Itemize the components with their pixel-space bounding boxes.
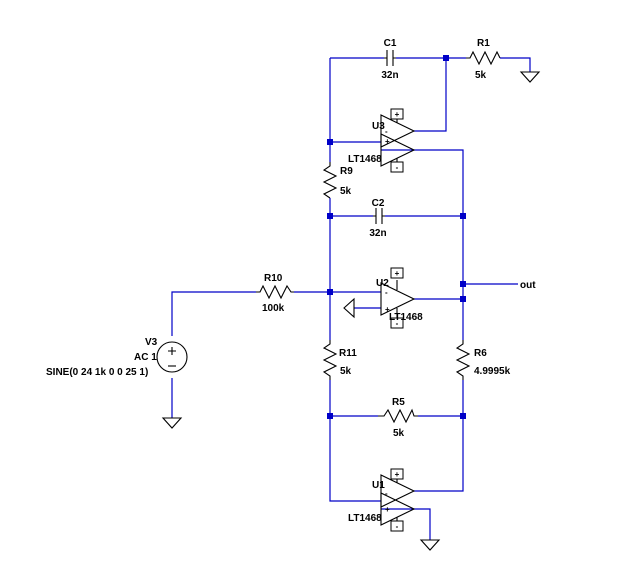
- v3-ac: AC 1: [134, 352, 157, 363]
- opamp-u3: + - + - U3 LT1468: [348, 108, 416, 173]
- r5-ref: R5: [392, 397, 405, 408]
- source-plus-sign: [168, 347, 176, 355]
- resistor-r1: R1 5k: [466, 38, 501, 81]
- v3-source: SINE(0 24 1k 0 0 25 1): [46, 367, 148, 378]
- wires: [171, 57, 531, 540]
- ground-icon: [419, 539, 441, 551]
- wire-u3-plus: [381, 149, 464, 216]
- voltage-source-v3: V3 AC 1 SINE(0 24 1k 0 0 25 1): [46, 337, 188, 378]
- wire-r10-left: [171, 291, 256, 336]
- supply-minus-sign: -: [396, 522, 399, 531]
- r5-value: 5k: [393, 428, 405, 439]
- v3-ref: V3: [145, 337, 158, 348]
- u1-model: LT1468: [348, 513, 382, 524]
- resistor-zigzag: [466, 50, 501, 66]
- node: [460, 213, 466, 219]
- ground-icon: [161, 417, 183, 429]
- node: [327, 413, 333, 419]
- c1-ref: C1: [384, 38, 397, 49]
- node: [327, 213, 333, 219]
- resistor-zigzag: [322, 340, 338, 380]
- ground-icon: [519, 71, 541, 83]
- r1-ref: R1: [477, 38, 490, 49]
- resistor-zigzag: [256, 284, 294, 300]
- resistor-r6: R6 4.9995k: [455, 340, 511, 380]
- capacitor-c2: C2 32n: [369, 198, 386, 239]
- u3-ref: U3: [372, 121, 385, 132]
- opamp-triangle: [380, 282, 416, 316]
- u2-minus-label: -: [385, 288, 388, 297]
- c2-value: 32n: [369, 228, 386, 239]
- resistor-zigzag: [322, 162, 338, 199]
- node: [460, 281, 466, 287]
- r9-ref: R9: [340, 166, 353, 177]
- c2-ref: C2: [372, 198, 385, 209]
- r9-value: 5k: [340, 186, 352, 197]
- wire-u3-out: [414, 58, 447, 132]
- resistor-r10: R10 100k: [256, 273, 294, 314]
- net-label-out: out: [520, 280, 536, 291]
- supply-box-top: [390, 468, 404, 480]
- opamp-u2: + - + - U2 LT1468: [376, 267, 423, 329]
- supply-plus-sign: +: [395, 470, 400, 479]
- wire-u1-right: [414, 416, 464, 492]
- r11-ref: R11: [339, 348, 357, 359]
- capacitor-plate: [386, 50, 394, 66]
- wire-r1-gnd: [500, 57, 531, 72]
- node: [327, 289, 333, 295]
- node: [327, 139, 333, 145]
- r10-ref: R10: [264, 273, 283, 284]
- node: [460, 296, 466, 302]
- opamp-u1: + - + - U1 LT1468: [348, 468, 416, 532]
- ground-icon: [343, 297, 355, 319]
- u1-plus-label: +: [385, 505, 390, 514]
- r6-value: 4.9995k: [474, 366, 511, 377]
- c1-value: 32n: [381, 70, 398, 81]
- node: [443, 55, 449, 61]
- r10-value: 100k: [262, 303, 285, 314]
- u1-minus-label: -: [385, 489, 388, 498]
- ground-symbols: [161, 71, 541, 551]
- u3-minus-label: -: [385, 127, 388, 136]
- supply-plus-sign: +: [395, 269, 400, 278]
- supply-minus-sign: -: [396, 319, 399, 328]
- node: [460, 413, 466, 419]
- wire-u1-plus-gnd: [381, 508, 431, 540]
- resistor-zigzag: [455, 340, 471, 380]
- supply-box-top: [390, 108, 404, 120]
- supply-plus-sign: +: [395, 110, 400, 119]
- capacitor-c1: C1 32n: [381, 38, 398, 81]
- source-circle: [156, 341, 188, 373]
- supply-box-bottom: [390, 317, 404, 329]
- resistor-r5: R5 5k: [378, 397, 418, 439]
- r1-value: 5k: [475, 70, 487, 81]
- r11-value: 5k: [340, 366, 352, 377]
- u1-ref: U1: [372, 480, 385, 491]
- junction-nodes: [327, 55, 466, 419]
- u3-plus-label: +: [385, 137, 390, 146]
- supply-box-top: [390, 267, 404, 279]
- wire-u1-left: [329, 416, 381, 502]
- resistor-r9: R9 5k: [322, 162, 353, 199]
- supply-box-bottom: [390, 520, 404, 532]
- supply-box-bottom: [390, 161, 404, 173]
- resistor-zigzag: [378, 408, 418, 424]
- resistor-r11: R11 5k: [322, 340, 357, 380]
- supply-minus-sign: -: [396, 163, 399, 172]
- capacitor-plate: [375, 208, 383, 224]
- u3-model: LT1468: [348, 154, 382, 165]
- u2-model: LT1468: [389, 312, 423, 323]
- u2-plus-label: +: [385, 305, 390, 314]
- r6-ref: R6: [474, 348, 487, 359]
- u2-ref: U2: [376, 278, 389, 289]
